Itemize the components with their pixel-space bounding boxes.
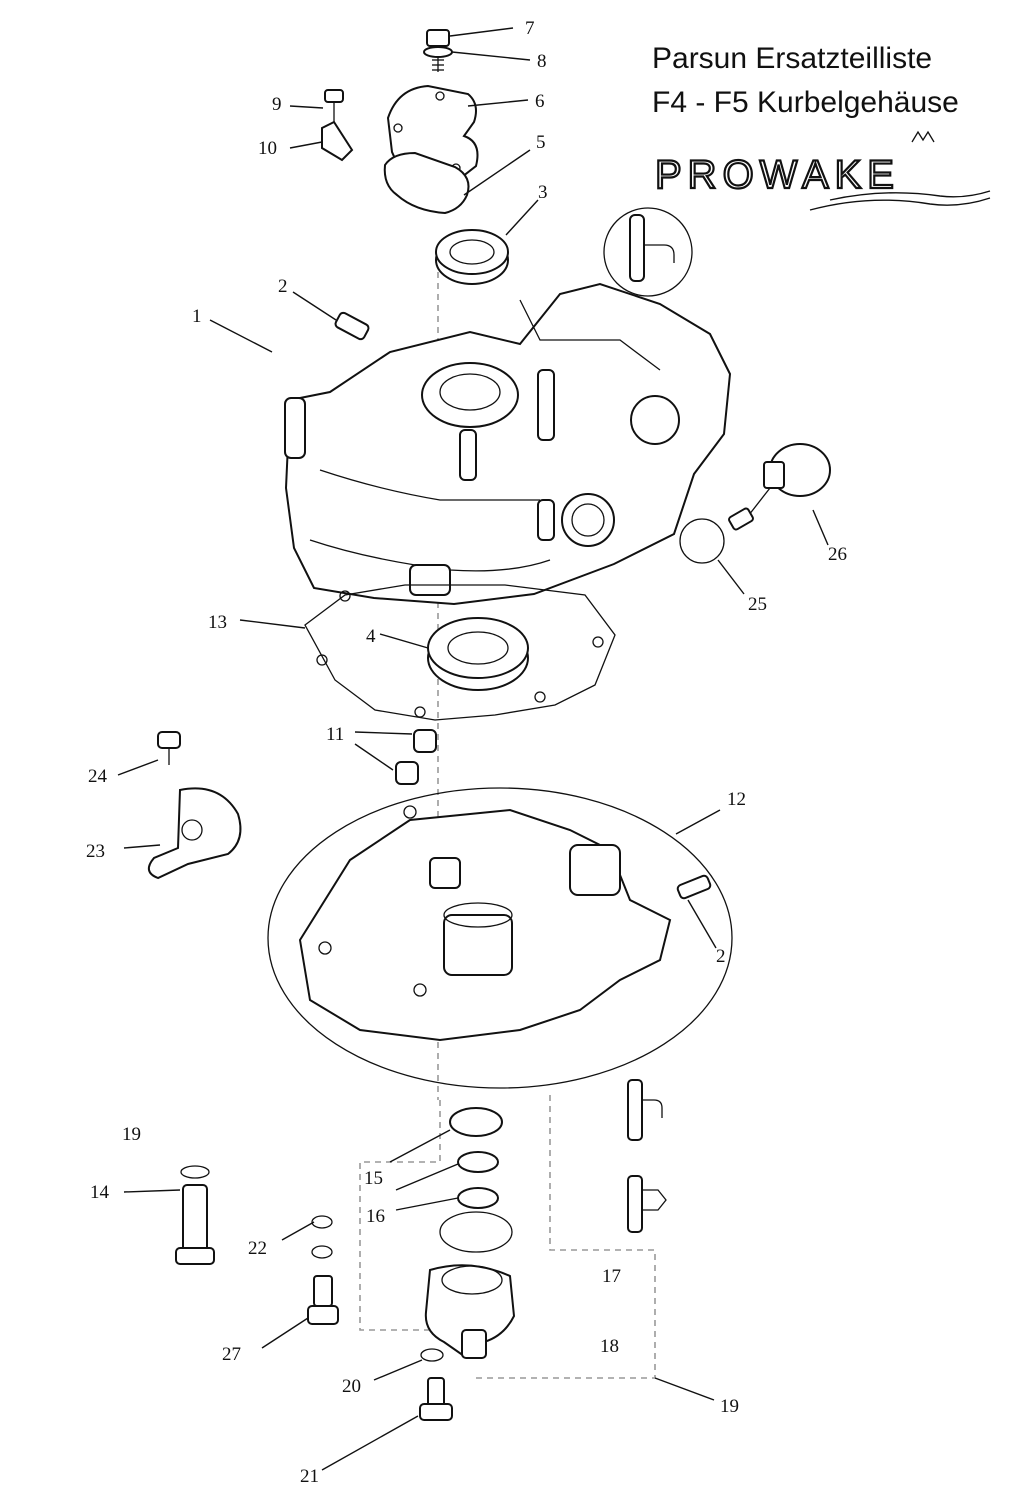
- callout-5: 5: [536, 132, 546, 153]
- part-7-bolt: [423, 29, 453, 72]
- callout-21: 21: [300, 1466, 319, 1487]
- callout-2-lower: 2: [716, 946, 726, 967]
- bracket-group-18: [359, 1100, 455, 1331]
- callout-18: 18: [600, 1336, 619, 1357]
- part-23-lever-gear: [147, 787, 242, 880]
- part-27-bolt: [307, 1275, 339, 1325]
- callout-1: 1: [192, 306, 202, 327]
- part-o-ring-housing: [439, 1211, 513, 1253]
- callout-15: 15: [364, 1168, 383, 1189]
- callout-20: 20: [342, 1376, 361, 1397]
- callout-10: 10: [258, 138, 277, 159]
- callout-24: 24: [88, 766, 108, 787]
- callout-12: 12: [727, 789, 746, 810]
- leader-lines: [117, 27, 829, 1471]
- callout-13: 13: [208, 612, 227, 633]
- prowake-logo: PROWAKE: [654, 130, 991, 211]
- callout-25: 25: [748, 594, 767, 615]
- part-1-crankcase: [284, 282, 732, 606]
- part-26-plug: [728, 443, 831, 531]
- part-13-gasket: [304, 584, 616, 721]
- part-22-washer: [311, 1245, 333, 1259]
- callout-14: 14: [90, 1182, 110, 1203]
- part-12-highlight-oval: [267, 787, 733, 1089]
- part-11-dowel-b: [395, 761, 419, 785]
- part-12-lower-crankcase: [298, 805, 672, 1042]
- part-14-long-bolt: [175, 1184, 215, 1265]
- part-10-clip: [321, 120, 354, 162]
- part-9-screw: [324, 89, 344, 122]
- part-5-gasket: [383, 151, 470, 215]
- bracket-group-17: [475, 1095, 656, 1379]
- part-18-pump-housing: [424, 1264, 516, 1359]
- callout-23: 23: [86, 841, 105, 862]
- part-3-oil-seal: [435, 229, 509, 285]
- callout-2-upper: 2: [278, 276, 288, 297]
- diagram-title-line2: F4 - F5 Kurbelgehäuse: [652, 86, 959, 119]
- part-15-seal: [449, 1107, 503, 1137]
- part-4-ball-bearing: [427, 617, 529, 691]
- callout-numbers: 7 8 6 9 10 5 3 2 1 26 25 13 4 11 24 12 2…: [86, 18, 847, 1487]
- callout-4: 4: [366, 626, 376, 647]
- callout-19-upper: 19: [122, 1124, 141, 1145]
- logo-swoosh-2: [829, 190, 991, 201]
- diagram-title-line1: Parsun Ersatzteilliste: [652, 42, 933, 75]
- callout-19-lower: 19: [720, 1396, 739, 1417]
- inset-detail-pin: [603, 207, 693, 297]
- callout-17: 17: [602, 1266, 621, 1287]
- callout-16: 16: [366, 1206, 385, 1227]
- callout-8: 8: [537, 51, 547, 72]
- callout-7: 7: [525, 18, 535, 39]
- part-22-lock-washer: [311, 1215, 333, 1229]
- part-16-seal-upper: [457, 1151, 499, 1173]
- logo-wave-mark: [911, 130, 935, 143]
- callout-26: 26: [828, 544, 847, 565]
- part-2-dowel-pin-upper: [334, 311, 370, 341]
- logo-wordmark: PROWAKE: [655, 153, 900, 197]
- callout-11: 11: [326, 724, 344, 745]
- part-11-dowel-a: [413, 729, 437, 753]
- callout-3: 3: [538, 182, 548, 203]
- part-25-o-ring: [679, 518, 725, 564]
- part-21-bolt: [419, 1377, 453, 1421]
- part-24-bolt: [157, 731, 181, 765]
- callout-9: 9: [272, 94, 282, 115]
- callout-22: 22: [248, 1238, 267, 1259]
- part-2-dowel-pin-lower: [676, 874, 712, 900]
- logo-swoosh-1: [809, 197, 991, 211]
- callout-6: 6: [535, 91, 545, 112]
- part-16-seal-lower: [457, 1187, 499, 1209]
- part-19-ring-a: [180, 1165, 210, 1179]
- part-17-side-pin: [627, 1079, 667, 1233]
- part-20-washer: [420, 1348, 444, 1362]
- callout-27: 27: [222, 1344, 241, 1365]
